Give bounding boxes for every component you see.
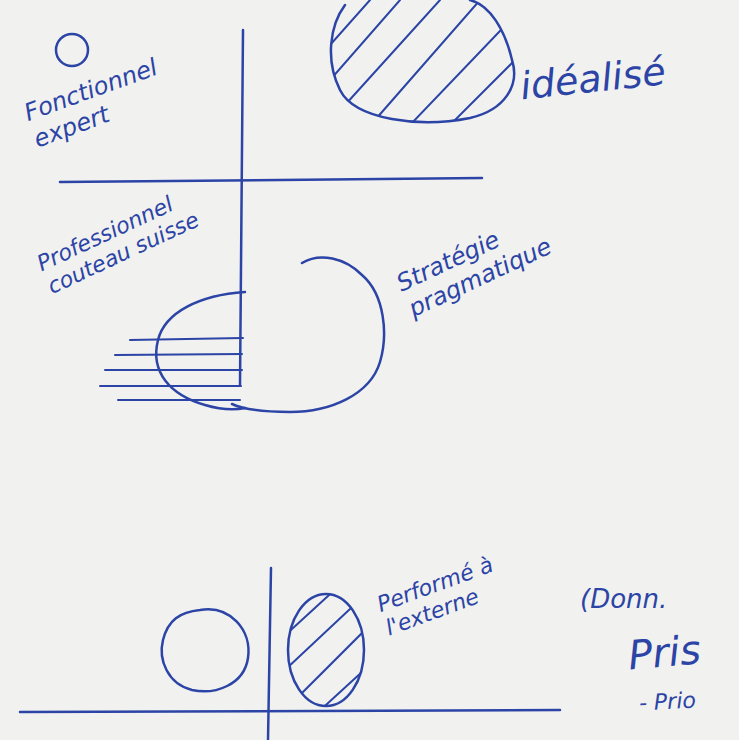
vertical-axis	[240, 30, 243, 385]
divider-line	[268, 568, 271, 740]
pragmatic-blob-inner	[156, 292, 245, 409]
handwritten-text: Professionnel couteau suisse	[33, 191, 203, 299]
quadrant-label: idéalisé	[518, 45, 721, 109]
handwritten-text: (Donn.	[580, 584, 667, 614]
hatching	[280, 585, 375, 715]
strategy-label: Stratégie pragmatique	[393, 188, 598, 323]
quadrant-label: Fonctionnel expert	[21, 42, 204, 154]
horizontal-axis	[60, 178, 482, 182]
note-label: (Donn.	[580, 585, 710, 615]
baseline	[20, 710, 560, 712]
note-label: - Prio	[639, 686, 735, 716]
pragmatic-blob	[232, 257, 384, 412]
handwritten-text: Fonctionnel expert	[20, 53, 161, 153]
hatched-oval	[288, 594, 364, 706]
handwritten-text: Pris	[626, 626, 702, 678]
handwritten-text: - Prio	[639, 688, 697, 716]
small-circle	[56, 34, 88, 66]
outline-circle	[162, 609, 249, 691]
handwritten-text: Performé à l'externe	[374, 552, 497, 641]
note-label: Pris	[626, 624, 735, 679]
idealised-blob	[331, 0, 514, 122]
note-label: Performé à l'externe	[374, 546, 523, 641]
hatching	[330, 0, 530, 125]
handwritten-text: idéalisé	[518, 49, 667, 108]
quadrant-label: Professionnel couteau suisse	[33, 175, 222, 299]
hatch-strokes	[100, 338, 243, 400]
handwritten-text: Stratégie pragmatique	[392, 225, 555, 322]
